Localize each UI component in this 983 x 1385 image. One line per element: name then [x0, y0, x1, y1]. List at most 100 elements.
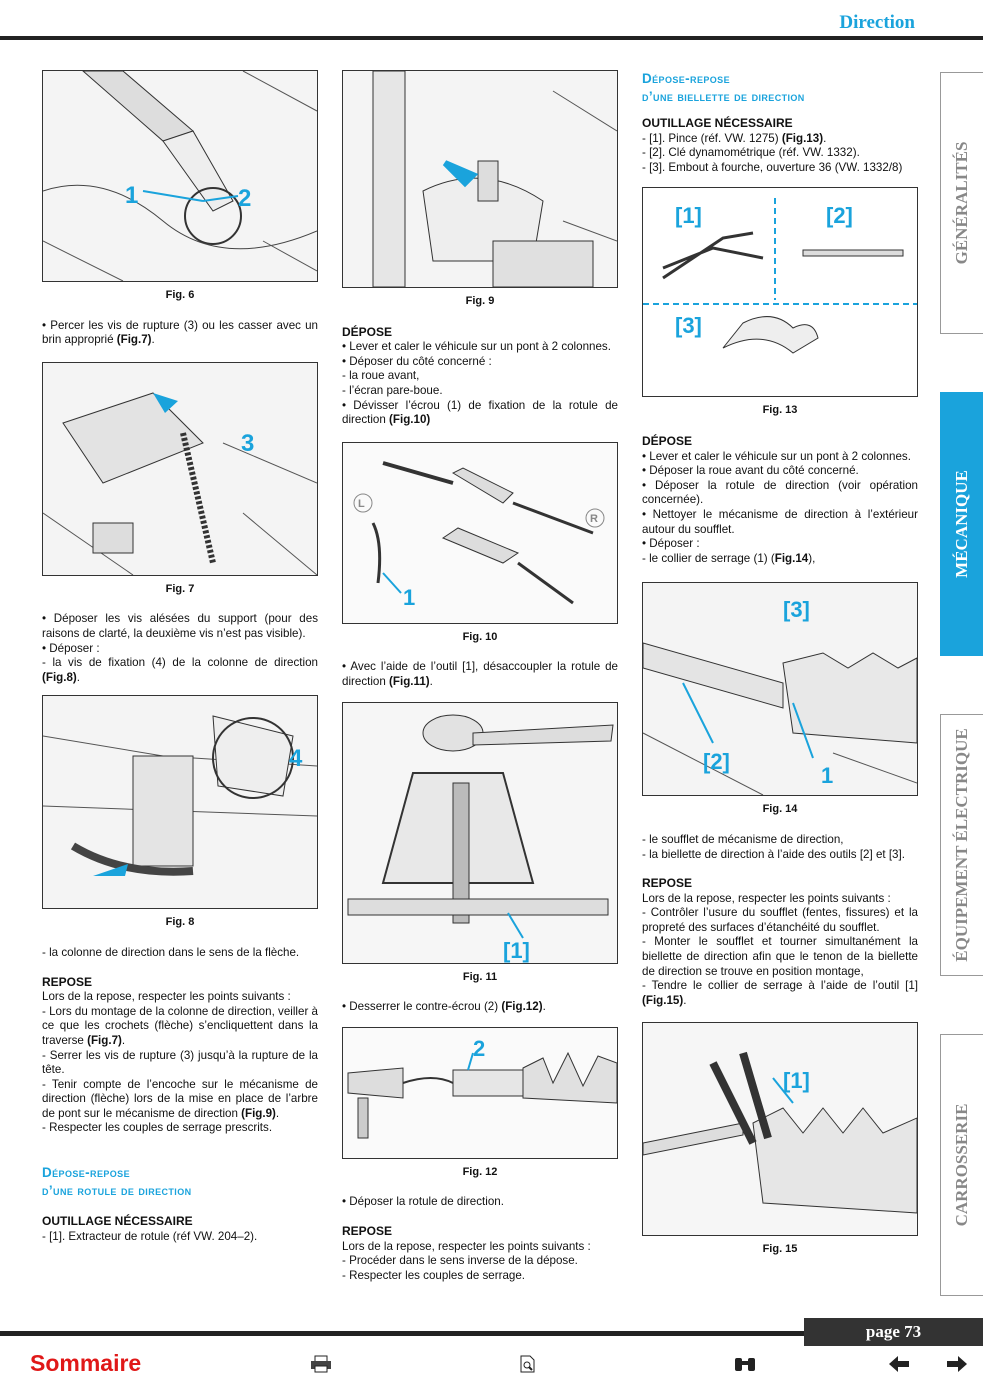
fig10-label-1: 1 — [403, 585, 415, 610]
c1-section-heading: Dépose-repose d’une rotule de direction — [42, 1165, 192, 1199]
c3-depose-1: • Lever et caler le véhicule sur un pont… — [642, 449, 911, 463]
fig12-caption: Fig. 12 — [462, 1165, 498, 1178]
tab-equipement-electrique[interactable]: ÉQUIPEMENT ÉLECTRIQUE — [940, 714, 983, 976]
c2-repose-1: Lors de la repose, respecter les points … — [342, 1239, 591, 1253]
fig6-label-1: 1 — [125, 182, 138, 209]
c1-repose-heading: REPOSE — [42, 974, 93, 989]
c2-repose-heading: REPOSE — [342, 1223, 393, 1238]
fig6-caption: Fig. 6 — [165, 289, 195, 301]
column-3: Dépose-repose d’une biellette de directi… — [642, 70, 918, 1273]
fig7-caption: Fig. 7 — [165, 582, 195, 595]
fig11-caption: Fig. 11 — [462, 970, 498, 983]
c3-paragraph-1: - le soufflet de mécanisme de direction, — [642, 832, 844, 846]
c3-repose-3: - Monter le soufflet et tourner simultan… — [642, 935, 918, 978]
fig8-label-4: 4 — [289, 745, 303, 772]
c3-tool-2: - [2]. Clé dynamométrique (réf. VW. 1332… — [642, 146, 860, 160]
fig14-caption: Fig. 14 — [762, 803, 798, 816]
figure-11: [1] — [342, 701, 618, 964]
fig13-label-2: [2] — [826, 203, 853, 228]
fig10-label-R: R — [590, 513, 598, 525]
fig10-label-L: L — [358, 498, 365, 510]
c3-tool-3: - [3]. Embout à fourche, ouverture 36 (V… — [642, 160, 903, 174]
c1-paragraph-5: - la colonne de direction dans le sens d… — [42, 945, 300, 959]
fig6-drawing: 1 2 — [43, 71, 317, 281]
fig15-caption: Fig. 15 — [762, 1243, 798, 1256]
c3-repose-4: - Tendre le collier de serrage à l’aide … — [642, 979, 918, 1007]
fig14-label-3: [3] — [783, 597, 810, 622]
figure-10: L R 1 — [342, 441, 618, 624]
fig13-label-1: [1] — [675, 203, 702, 228]
c1-paragraph-4: - la vis de fixation (4) de la colonne d… — [42, 656, 318, 684]
fig6-label-2: 2 — [238, 185, 251, 212]
c3-paragraph-2: - la biellette de direction à l’aide des… — [642, 847, 905, 861]
c1-tools-heading: OUTILLAGE NÉCESSAIRE — [42, 1214, 193, 1229]
figure-8: 4 — [42, 695, 318, 910]
c1-paragraph-2: • Déposer les vis alésées du support (po… — [42, 612, 318, 640]
c3-repose-2: - Contrôler l’usure du soufflet (fentes,… — [642, 906, 918, 934]
c3-repose-heading: REPOSE — [642, 876, 693, 891]
fig8-caption: Fig. 8 — [165, 916, 195, 929]
figure-13: [1] [2] [3] — [642, 187, 918, 398]
fig10-caption: Fig. 10 — [462, 630, 498, 643]
c3-tool-1: - [1]. Pince (réf. VW. 1275) (Fig.13). — [642, 131, 827, 145]
arrow-right-icon[interactable] — [946, 1355, 968, 1378]
figure-9 — [342, 70, 618, 288]
c1-repose-3: - Serrer les vis de rupture (3) jusqu’à … — [42, 1048, 318, 1077]
c2-paragraph-2: • Avec l’aide de l’outil [1], désaccoupl… — [342, 660, 618, 688]
fig7-label-3: 3 — [241, 430, 254, 457]
c1-tool-1: - [1]. Extracteur de rotule (réf VW. 204… — [42, 1229, 258, 1243]
binoculars-icon[interactable] — [733, 1355, 757, 1378]
figure-12: 2 — [342, 1026, 618, 1159]
column-2: Fig. 9 DÉPOSE • Lever et caler le véhicu… — [342, 70, 618, 1283]
footer-rule — [0, 1331, 983, 1336]
c3-section-heading: Dépose-repose d’une biellette de directi… — [642, 71, 805, 104]
c3-depose-2: • Déposer la roue avant du côté concerné… — [642, 464, 859, 478]
printer-icon[interactable] — [310, 1355, 332, 1378]
c2-depose-4: - l’écran pare-boue. — [342, 383, 443, 397]
c2-paragraph-3: • Desserrer le contre-écrou (2) (Fig.12)… — [342, 1000, 546, 1014]
c1-repose-4: - Tenir compte de l’encoche sur le mécan… — [42, 1077, 318, 1120]
tab-carrosserie[interactable]: CARROSSERIE — [940, 1034, 983, 1296]
c3-depose-6: - le collier de serrage (1) (Fig.14), — [642, 551, 816, 565]
fig14-label-1: 1 — [821, 763, 833, 788]
fig9-caption: Fig. 9 — [465, 295, 495, 307]
c3-tools-heading: OUTILLAGE NÉCESSAIRE — [642, 116, 793, 130]
c2-paragraph-4: • Déposer la rotule de direction. — [342, 1195, 504, 1209]
fig13-label-3: [3] — [675, 313, 702, 338]
fig15-label-1: [1] — [783, 1068, 810, 1093]
c2-depose-heading: DÉPOSE — [342, 324, 393, 339]
c1-paragraph-3: • Déposer : — [42, 641, 100, 655]
header-rule — [0, 36, 983, 40]
figure-7: 3 — [42, 361, 318, 576]
c1-paragraph-1: • Percer les vis de rupture (3) ou les c… — [42, 318, 318, 347]
c2-repose-3: - Respecter les couples de serrage. — [342, 1268, 526, 1282]
fig13-caption: Fig. 13 — [762, 404, 798, 417]
c3-depose-5: • Déposer : — [642, 537, 700, 551]
c2-repose-2: - Procéder dans le sens inverse de la dé… — [342, 1254, 578, 1268]
c2-depose-2: • Déposer du côté concerné : — [342, 354, 492, 368]
page-number: page 73 — [804, 1318, 983, 1346]
column-1: 1 2 Fig. 6 • Percer les vis de rupture (… — [42, 70, 318, 1244]
arrow-left-icon[interactable] — [888, 1355, 910, 1378]
page-section-title: Direction — [839, 12, 915, 33]
c2-depose-1: • Lever et caler le véhicule sur un pont… — [342, 340, 611, 354]
fig11-label-1: [1] — [503, 938, 530, 963]
tab-generalites[interactable]: GÉNÉRALITÉS — [940, 72, 983, 334]
fig12-label-2: 2 — [473, 1036, 485, 1061]
c3-depose-3: • Déposer la rotule de direction (voir o… — [642, 478, 918, 507]
c1-repose-2: - Lors du montage de la colonne de direc… — [42, 1004, 318, 1047]
c3-depose-heading: DÉPOSE — [642, 433, 693, 448]
figure-14: [3] [2] 1 — [642, 582, 918, 797]
sommaire-link[interactable]: Sommaire — [30, 1350, 142, 1376]
c1-repose-5: - Respecter les couples de serrage presc… — [42, 1121, 273, 1135]
tab-mecanique[interactable]: MÉCANIQUE — [940, 392, 983, 656]
zoom-page-icon[interactable] — [520, 1355, 536, 1378]
figure-6: 1 2 — [42, 70, 318, 282]
c1-repose-1: Lors de la repose, respecter les points … — [42, 990, 291, 1004]
c2-depose-3: - la roue avant, — [342, 369, 420, 383]
c3-depose-4: • Nettoyer le mécanisme de direction à l… — [642, 507, 918, 536]
fig14-label-2: [2] — [703, 749, 730, 774]
figure-15: [1] — [642, 1022, 918, 1237]
c3-repose-1: Lors de la repose, respecter les points … — [642, 891, 891, 905]
c2-depose-5: • Dévisser l’écrou (1) de fixation de la… — [342, 398, 618, 427]
